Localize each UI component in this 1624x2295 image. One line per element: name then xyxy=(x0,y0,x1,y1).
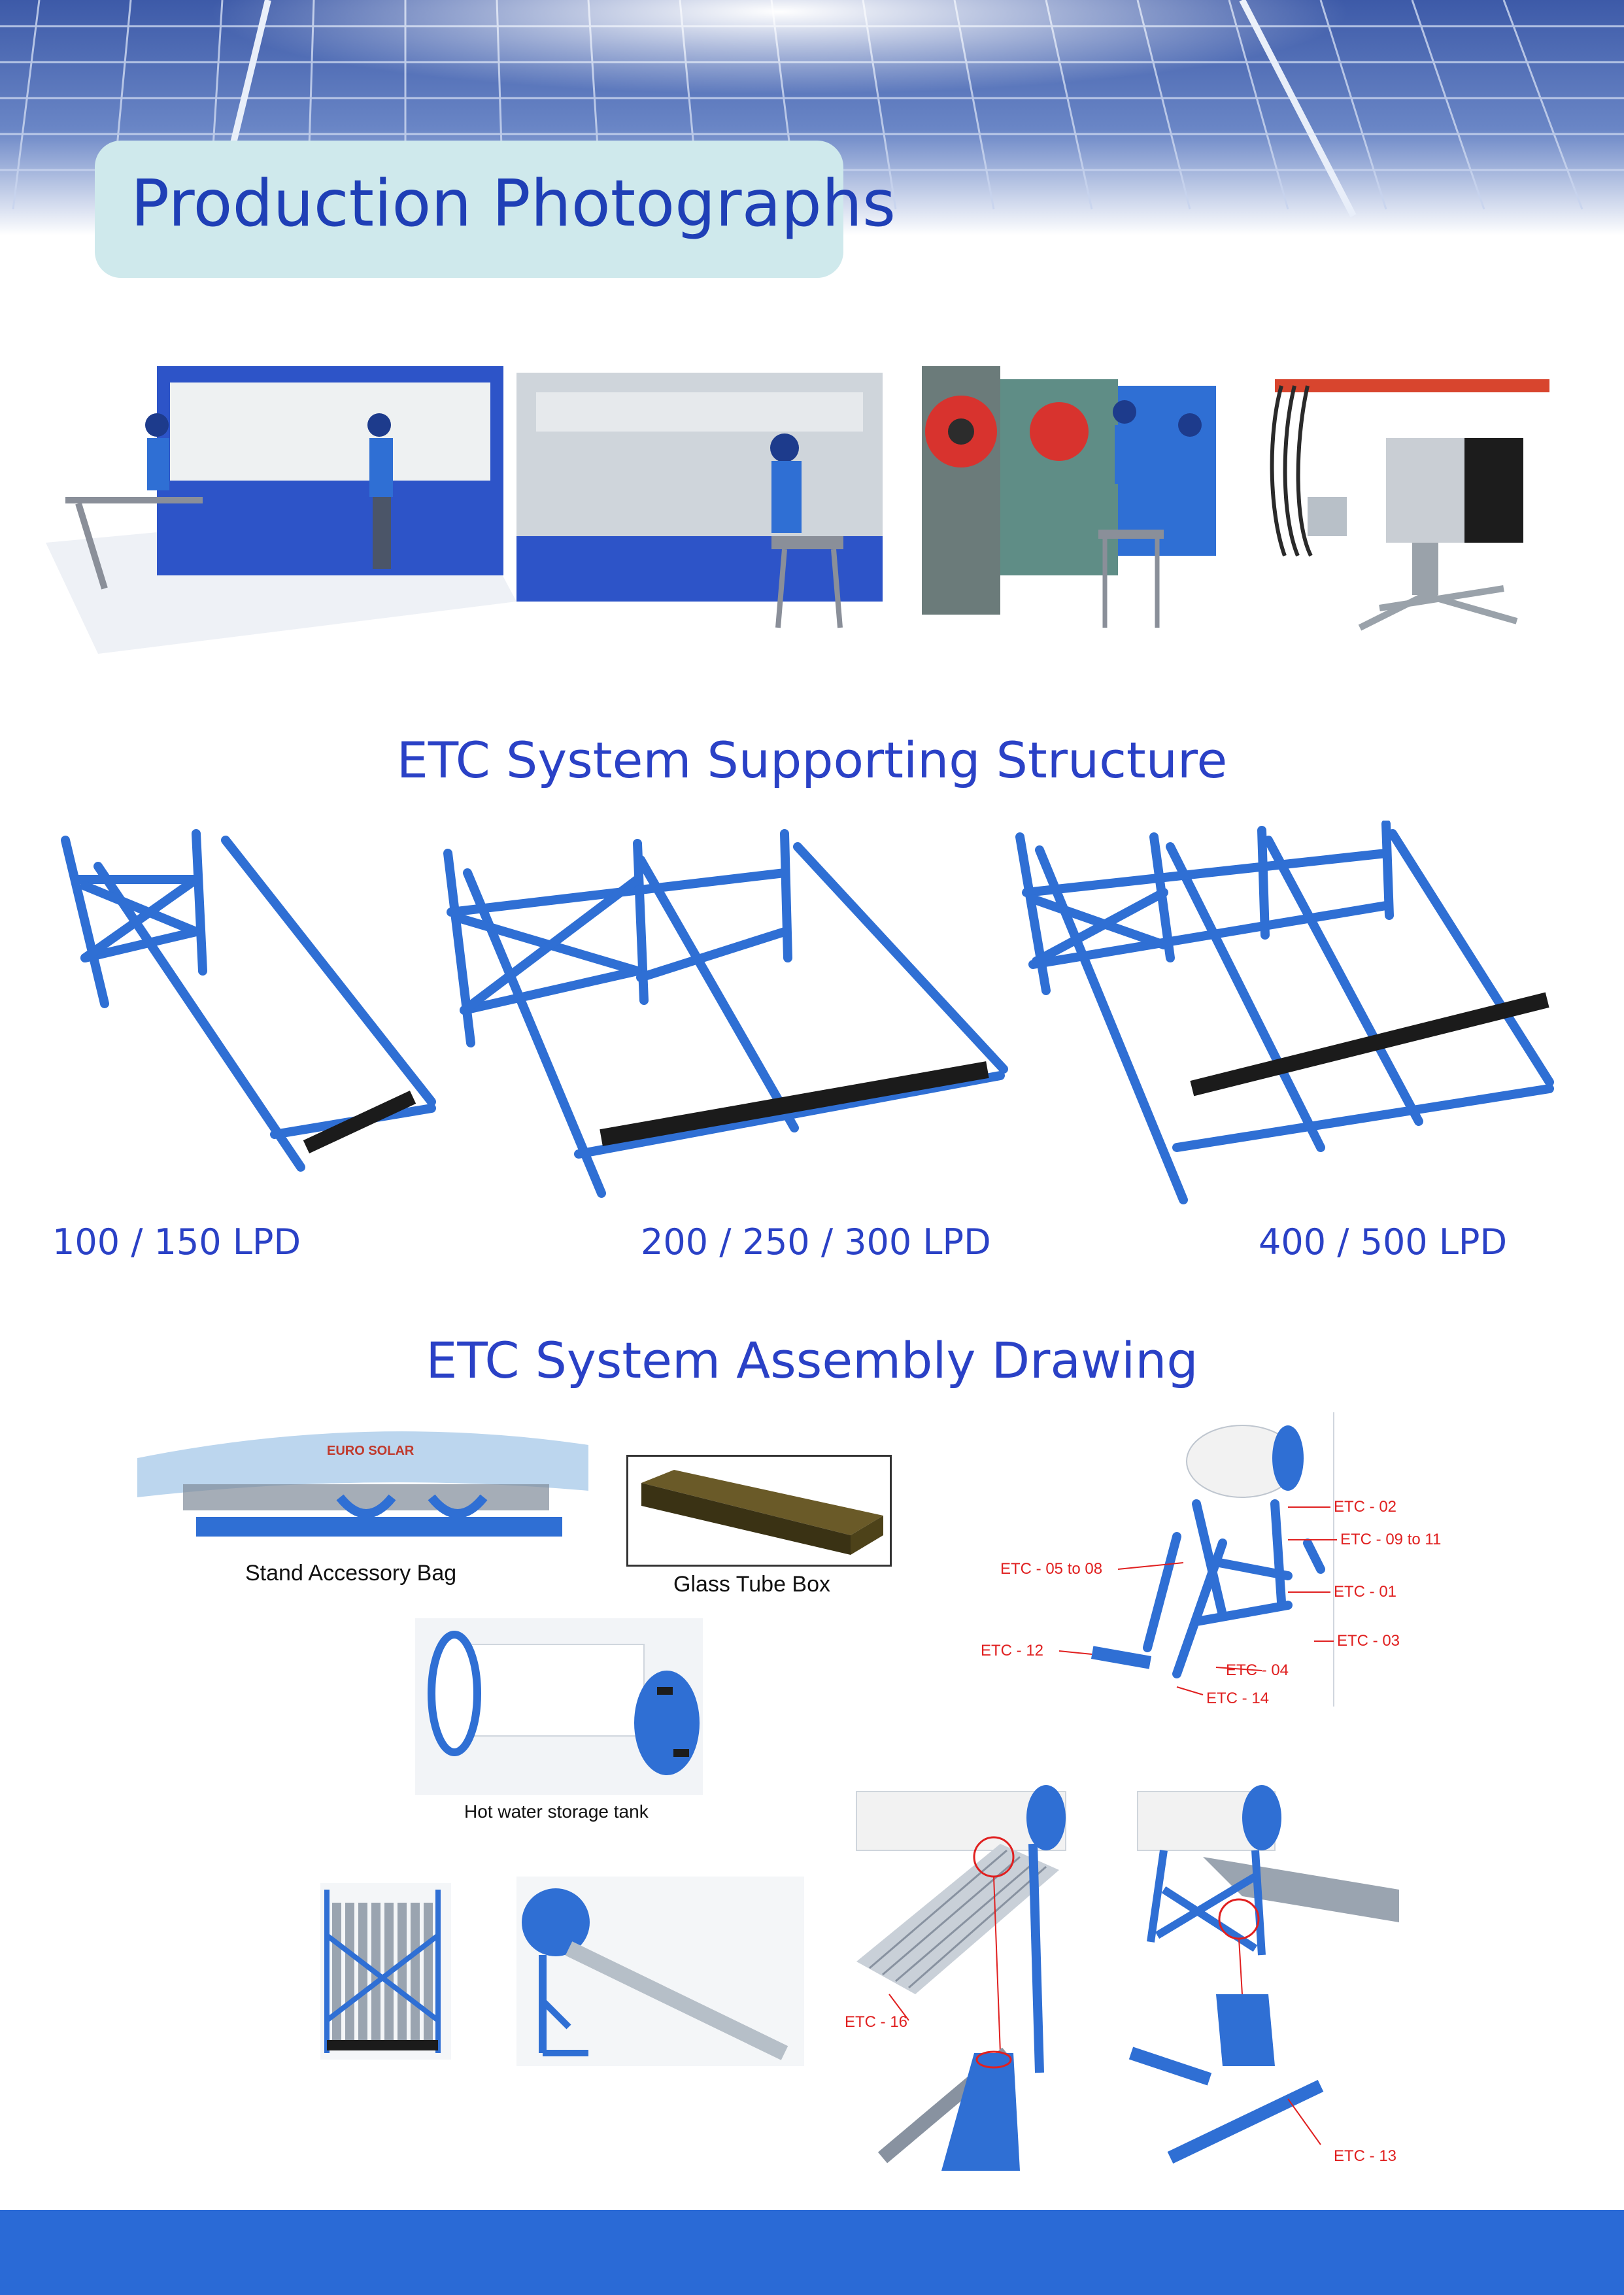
structure-200-300 xyxy=(443,829,1008,1198)
shearing-machine-photo xyxy=(46,366,516,654)
label-etc-12: ETC - 12 xyxy=(981,1642,1043,1659)
structure-label-2: 200 / 250 / 300 LPD xyxy=(641,1221,991,1263)
glass-tube-box-caption: Glass Tube Box xyxy=(673,1572,831,1597)
footer-bar xyxy=(0,2210,1624,2295)
label-etc-02: ETC - 02 xyxy=(1334,1498,1396,1516)
structure-label-1: 100 / 150 LPD xyxy=(52,1221,301,1263)
bag-brand-text: EURO SOLAR xyxy=(327,1444,414,1458)
assembled-perspective-right: ETC - 13 xyxy=(1125,1778,1412,2171)
hot-water-tank-image xyxy=(415,1618,703,1795)
structure-drawings xyxy=(39,819,1595,1239)
label-etc-01: ETC - 01 xyxy=(1334,1583,1396,1601)
stand-accessory-bag-caption: Stand Accessory Bag xyxy=(245,1561,457,1586)
stand-accessory-bag-image: EURO SOLAR xyxy=(131,1419,601,1550)
page-title: Production Photographs xyxy=(131,167,896,241)
hot-water-tank-caption: Hot water storage tank xyxy=(464,1801,649,1822)
pu-foaming-machine-photo xyxy=(1270,379,1549,631)
structure-label-3: 400 / 500 LPD xyxy=(1259,1221,1508,1263)
label-etc-16: ETC - 16 xyxy=(845,2013,907,2031)
glass-tube-box-image xyxy=(626,1455,892,1567)
side-view-drawing xyxy=(516,1877,804,2066)
label-etc-09: ETC - 09 to 11 xyxy=(1340,1531,1441,1548)
tube-rack-drawing xyxy=(307,1877,464,2066)
label-etc-04: ETC - 04 xyxy=(1226,1661,1289,1679)
label-etc-03: ETC - 03 xyxy=(1337,1632,1400,1650)
title-box xyxy=(95,141,843,278)
power-press-photo xyxy=(922,366,1216,628)
structure-400-500 xyxy=(1015,819,1554,1204)
production-photos-row xyxy=(39,340,1595,680)
assembly-heading: ETC System Assembly Drawing xyxy=(426,1331,1198,1389)
label-etc-13: ETC - 13 xyxy=(1334,2147,1396,2165)
label-etc-05: ETC - 05 to 08 xyxy=(1000,1560,1102,1578)
assembled-perspective-left: ETC - 16 xyxy=(843,1778,1092,2171)
label-etc-14: ETC - 14 xyxy=(1206,1690,1269,1707)
press-brake-photo xyxy=(516,373,883,628)
exploded-assembly-drawing: ETC - 02 ETC - 09 to 11 ETC - 05 to 08 E… xyxy=(981,1412,1491,1713)
supporting-structure-heading: ETC System Supporting Structure xyxy=(396,731,1228,789)
